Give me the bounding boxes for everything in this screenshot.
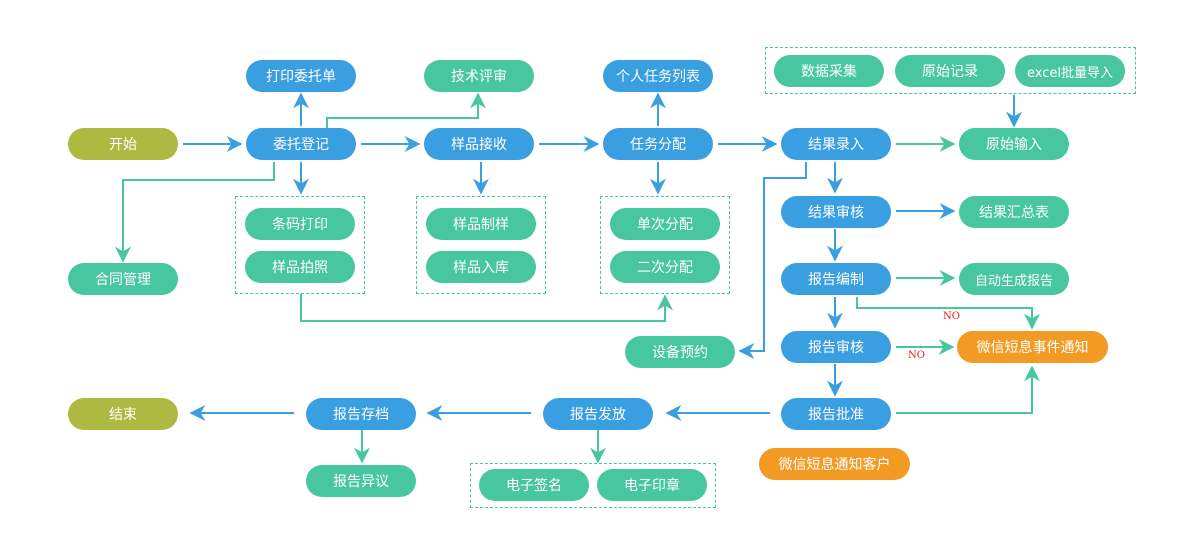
group-signature [470, 463, 716, 508]
node-second-assign[interactable]: 二次分配 [610, 251, 720, 283]
node-wechat-sms-customer[interactable]: 微信短息通知客户 [759, 448, 910, 480]
node-data-collect[interactable]: 数据采集 [774, 55, 884, 87]
arrow-register-to-tech-review [326, 92, 486, 128]
node-sample-photo[interactable]: 样品拍照 [245, 251, 355, 283]
node-raw-record[interactable]: 原始记录 [895, 55, 1005, 87]
node-commission-register[interactable]: 委托登记 [246, 128, 356, 160]
node-report-compile[interactable]: 报告编制 [781, 263, 891, 295]
node-single-assign[interactable]: 单次分配 [610, 208, 720, 240]
group-register-subtasks [235, 196, 365, 294]
group-receive-subtasks [416, 196, 546, 294]
node-barcode-print[interactable]: 条码打印 [245, 208, 355, 240]
arrow-group1-to-group3 [300, 294, 673, 322]
node-task-assign[interactable]: 任务分配 [603, 128, 713, 160]
node-print-commission[interactable]: 打印委托单 [246, 60, 356, 92]
node-sample-receive[interactable]: 样品接收 [424, 128, 534, 160]
node-tech-review[interactable]: 技术评审 [424, 60, 534, 92]
arrow-compile-no-to-wechat [856, 297, 1040, 330]
node-auto-report[interactable]: 自动生成报告 [959, 263, 1069, 295]
node-report-approve[interactable]: 报告批准 [781, 398, 891, 430]
node-report-objection[interactable]: 报告异议 [306, 465, 416, 497]
arrow-entry-to-equipment [738, 162, 807, 359]
node-sample-storage[interactable]: 样品入库 [426, 251, 536, 283]
node-e-signature[interactable]: 电子签名 [479, 469, 589, 501]
node-start[interactable]: 开始 [68, 128, 178, 160]
group-data-sources [765, 47, 1136, 94]
group-assign-subtasks [600, 196, 730, 294]
node-report-issue[interactable]: 报告发放 [543, 398, 653, 430]
node-personal-task-list[interactable]: 个人任务列表 [603, 60, 713, 92]
node-sample-prep[interactable]: 样品制样 [426, 208, 536, 240]
node-excel-import[interactable]: excel批量导入 [1015, 55, 1125, 87]
node-contract-manage[interactable]: 合同管理 [68, 263, 178, 295]
no-label: NO [908, 350, 925, 361]
arrow-approve-to-wechat [896, 365, 1040, 414]
node-raw-input[interactable]: 原始输入 [959, 128, 1069, 160]
node-result-entry[interactable]: 结果录入 [781, 128, 891, 160]
node-result-summary[interactable]: 结果汇总表 [959, 196, 1069, 228]
node-result-review[interactable]: 结果审核 [781, 196, 891, 228]
node-report-review[interactable]: 报告审核 [781, 331, 891, 363]
node-end[interactable]: 结束 [68, 398, 178, 430]
no-label: NO [943, 311, 960, 322]
node-e-seal[interactable]: 电子印章 [597, 469, 707, 501]
arrow-register-to-contract [115, 162, 275, 263]
node-report-archive[interactable]: 报告存档 [306, 398, 416, 430]
node-wechat-sms-event[interactable]: 微信短息事件通知 [957, 331, 1108, 363]
node-equipment-booking[interactable]: 设备预约 [625, 336, 735, 368]
